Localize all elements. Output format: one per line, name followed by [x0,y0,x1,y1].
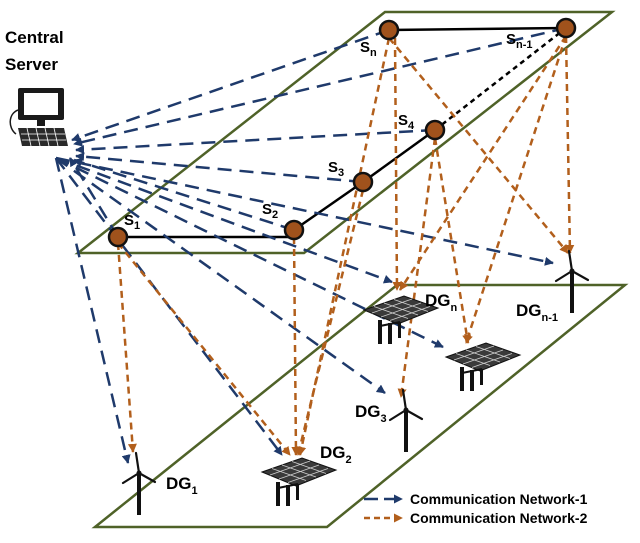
n2-s2-to-dg2 [291,236,301,456]
link-s2-s3 [293,180,364,232]
server-label-line2: Server [5,55,58,74]
node-s1[interactable] [107,226,129,248]
n1-server-to-dg3 [55,156,386,395]
node-s1-label: S1 [124,212,140,232]
n1-server-to-dgn [55,156,393,284]
n2-sn1-to-dgn [398,35,568,291]
n1-server-to-dgn1 [55,156,554,266]
dg3-label: DG3 [355,402,387,425]
upper-plane [74,10,616,255]
dg1-label: DG1 [166,474,198,497]
n1-s1-to-server [68,157,120,238]
link-s3-s4 [362,128,436,184]
n2-sn-to-dgn1 [388,37,569,254]
n2-sn1-to-dgn1 [564,35,575,254]
dgn-label: DGn [425,291,458,314]
n1-server-to-dg1 [54,157,131,464]
n2-s1-to-dg2 [117,242,291,456]
dgn1-label: DGn-1 [516,301,558,324]
n1-server-to-dg2 [55,157,283,456]
n1-s4-to-server [75,128,436,155]
server-label-line1: Central [5,28,64,47]
legend-network1-label: Communication Network-1 [410,491,588,507]
dg2-label: DG2 [320,443,352,466]
server-nodes [107,17,577,248]
n1-sn1-to-server [73,26,567,147]
node-s3[interactable] [352,171,374,193]
computer-icon[interactable] [9,88,68,147]
network-2-links [116,35,575,456]
n2-s3-to-dg2 [295,189,365,456]
n1-sn-to-server [71,28,390,142]
node-s4[interactable] [424,119,446,141]
node-sn-label: Sn [360,39,377,59]
server-links [118,26,567,239]
network-1-links [54,26,567,464]
link-s4-sn1 [434,27,567,131]
n2-s1-to-dg1 [116,242,137,453]
n1-s3-to-server [75,152,364,184]
n1-s2-to-server [73,158,295,232]
node-sn1[interactable] [555,17,577,39]
node-s4-label: S4 [398,112,415,132]
node-sn[interactable] [378,19,400,41]
legend-network2-label: Communication Network-2 [410,510,588,526]
node-s3-label: S3 [328,159,344,179]
n2-sn-to-dgn [392,37,402,291]
node-s2[interactable] [283,219,305,241]
n2-s4-to-panel [433,137,472,344]
n2-s4-to-dg3 [397,137,437,398]
legend: Communication Network-1 Communication Ne… [364,491,588,526]
node-sn1-label: Sn-1 [506,31,533,51]
link-sn-sn1 [388,26,567,32]
node-s2-label: S2 [262,201,278,221]
n2-sn1-to-panel [464,35,568,344]
